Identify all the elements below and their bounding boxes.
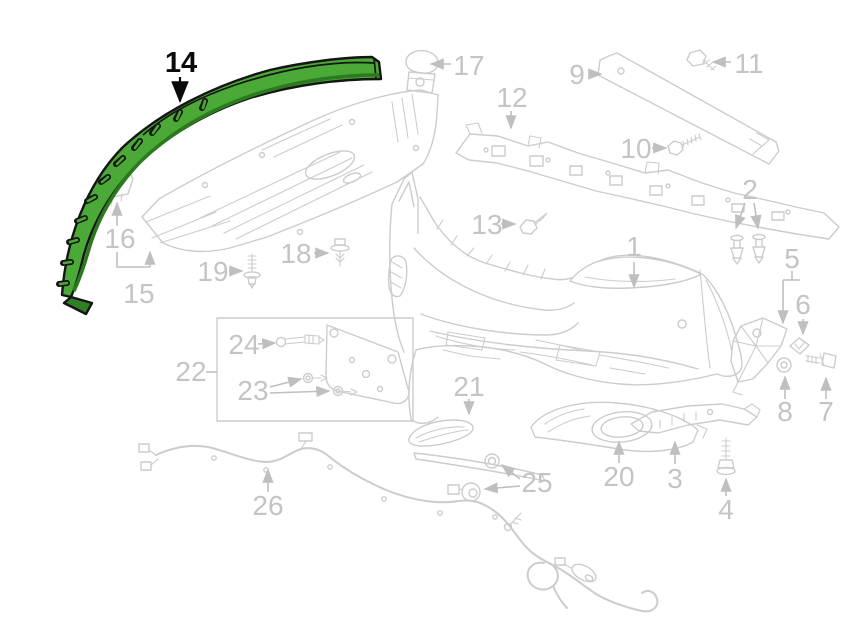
part-label-7[interactable]: 7 [818, 396, 834, 427]
wiring-harness [138, 432, 659, 613]
callout-labels: 1 2 3 4 5 6 7 8 9 10 11 12 13 14 15 16 1… [104, 47, 833, 525]
screw-19 [243, 253, 261, 289]
part-label-10[interactable]: 10 [620, 133, 651, 164]
retainer-clip [789, 337, 810, 355]
spoiler-tabs [56, 98, 208, 287]
grille-insert [408, 419, 546, 482]
part-label-3[interactable]: 3 [667, 463, 683, 494]
part-label-16[interactable]: 16 [104, 223, 135, 254]
bolt-7 [805, 352, 837, 369]
push-pin-18 [330, 238, 350, 267]
callout-arrows [111, 56, 832, 496]
part-label-13[interactable]: 13 [471, 209, 502, 240]
push-clips [730, 233, 766, 265]
part-label-2[interactable]: 2 [742, 174, 758, 205]
washer-8 [776, 357, 792, 373]
part-label-15[interactable]: 15 [123, 278, 154, 309]
part-label-11[interactable]: 11 [734, 48, 763, 79]
part-label-12[interactable]: 12 [496, 82, 527, 113]
part-label-4[interactable]: 4 [718, 494, 734, 525]
lower-support [630, 403, 761, 434]
bolt-10 [667, 133, 702, 156]
energy-absorber [455, 122, 840, 240]
screw-24 [275, 334, 325, 348]
part-label-23[interactable]: 23 [237, 375, 268, 406]
part-label-1[interactable]: 1 [626, 231, 642, 262]
bumper-cover [387, 171, 743, 424]
part-label-25[interactable]: 25 [521, 467, 552, 498]
part-label-17[interactable]: 17 [453, 50, 484, 81]
part-label-9[interactable]: 9 [569, 59, 585, 90]
part-label-22[interactable]: 22 [175, 356, 206, 387]
part-label-18[interactable]: 18 [280, 238, 311, 269]
part-label-26[interactable]: 26 [252, 490, 283, 521]
rivets-23 [302, 372, 358, 397]
part-label-5[interactable]: 5 [784, 243, 800, 274]
screw-4 [716, 437, 736, 476]
bolt-13 [519, 212, 548, 235]
part-label-8[interactable]: 8 [777, 396, 793, 427]
corner-bracket [730, 317, 788, 396]
part-label-19[interactable]: 19 [197, 256, 228, 287]
underbody-shield [141, 89, 439, 253]
bumper-clip [405, 49, 439, 94]
front-spoiler-highlighted[interactable] [56, 55, 383, 316]
part-label-21[interactable]: 21 [453, 371, 484, 402]
license-plate-box [216, 317, 414, 422]
part-label-14-highlighted[interactable]: 14 [165, 47, 197, 79]
impact-bar [597, 52, 780, 165]
spoiler-end-fold [62, 295, 94, 316]
part-label-24[interactable]: 24 [228, 329, 259, 360]
part-label-20[interactable]: 20 [603, 461, 634, 492]
part-label-6[interactable]: 6 [795, 289, 811, 320]
bolt-11 [686, 49, 717, 71]
